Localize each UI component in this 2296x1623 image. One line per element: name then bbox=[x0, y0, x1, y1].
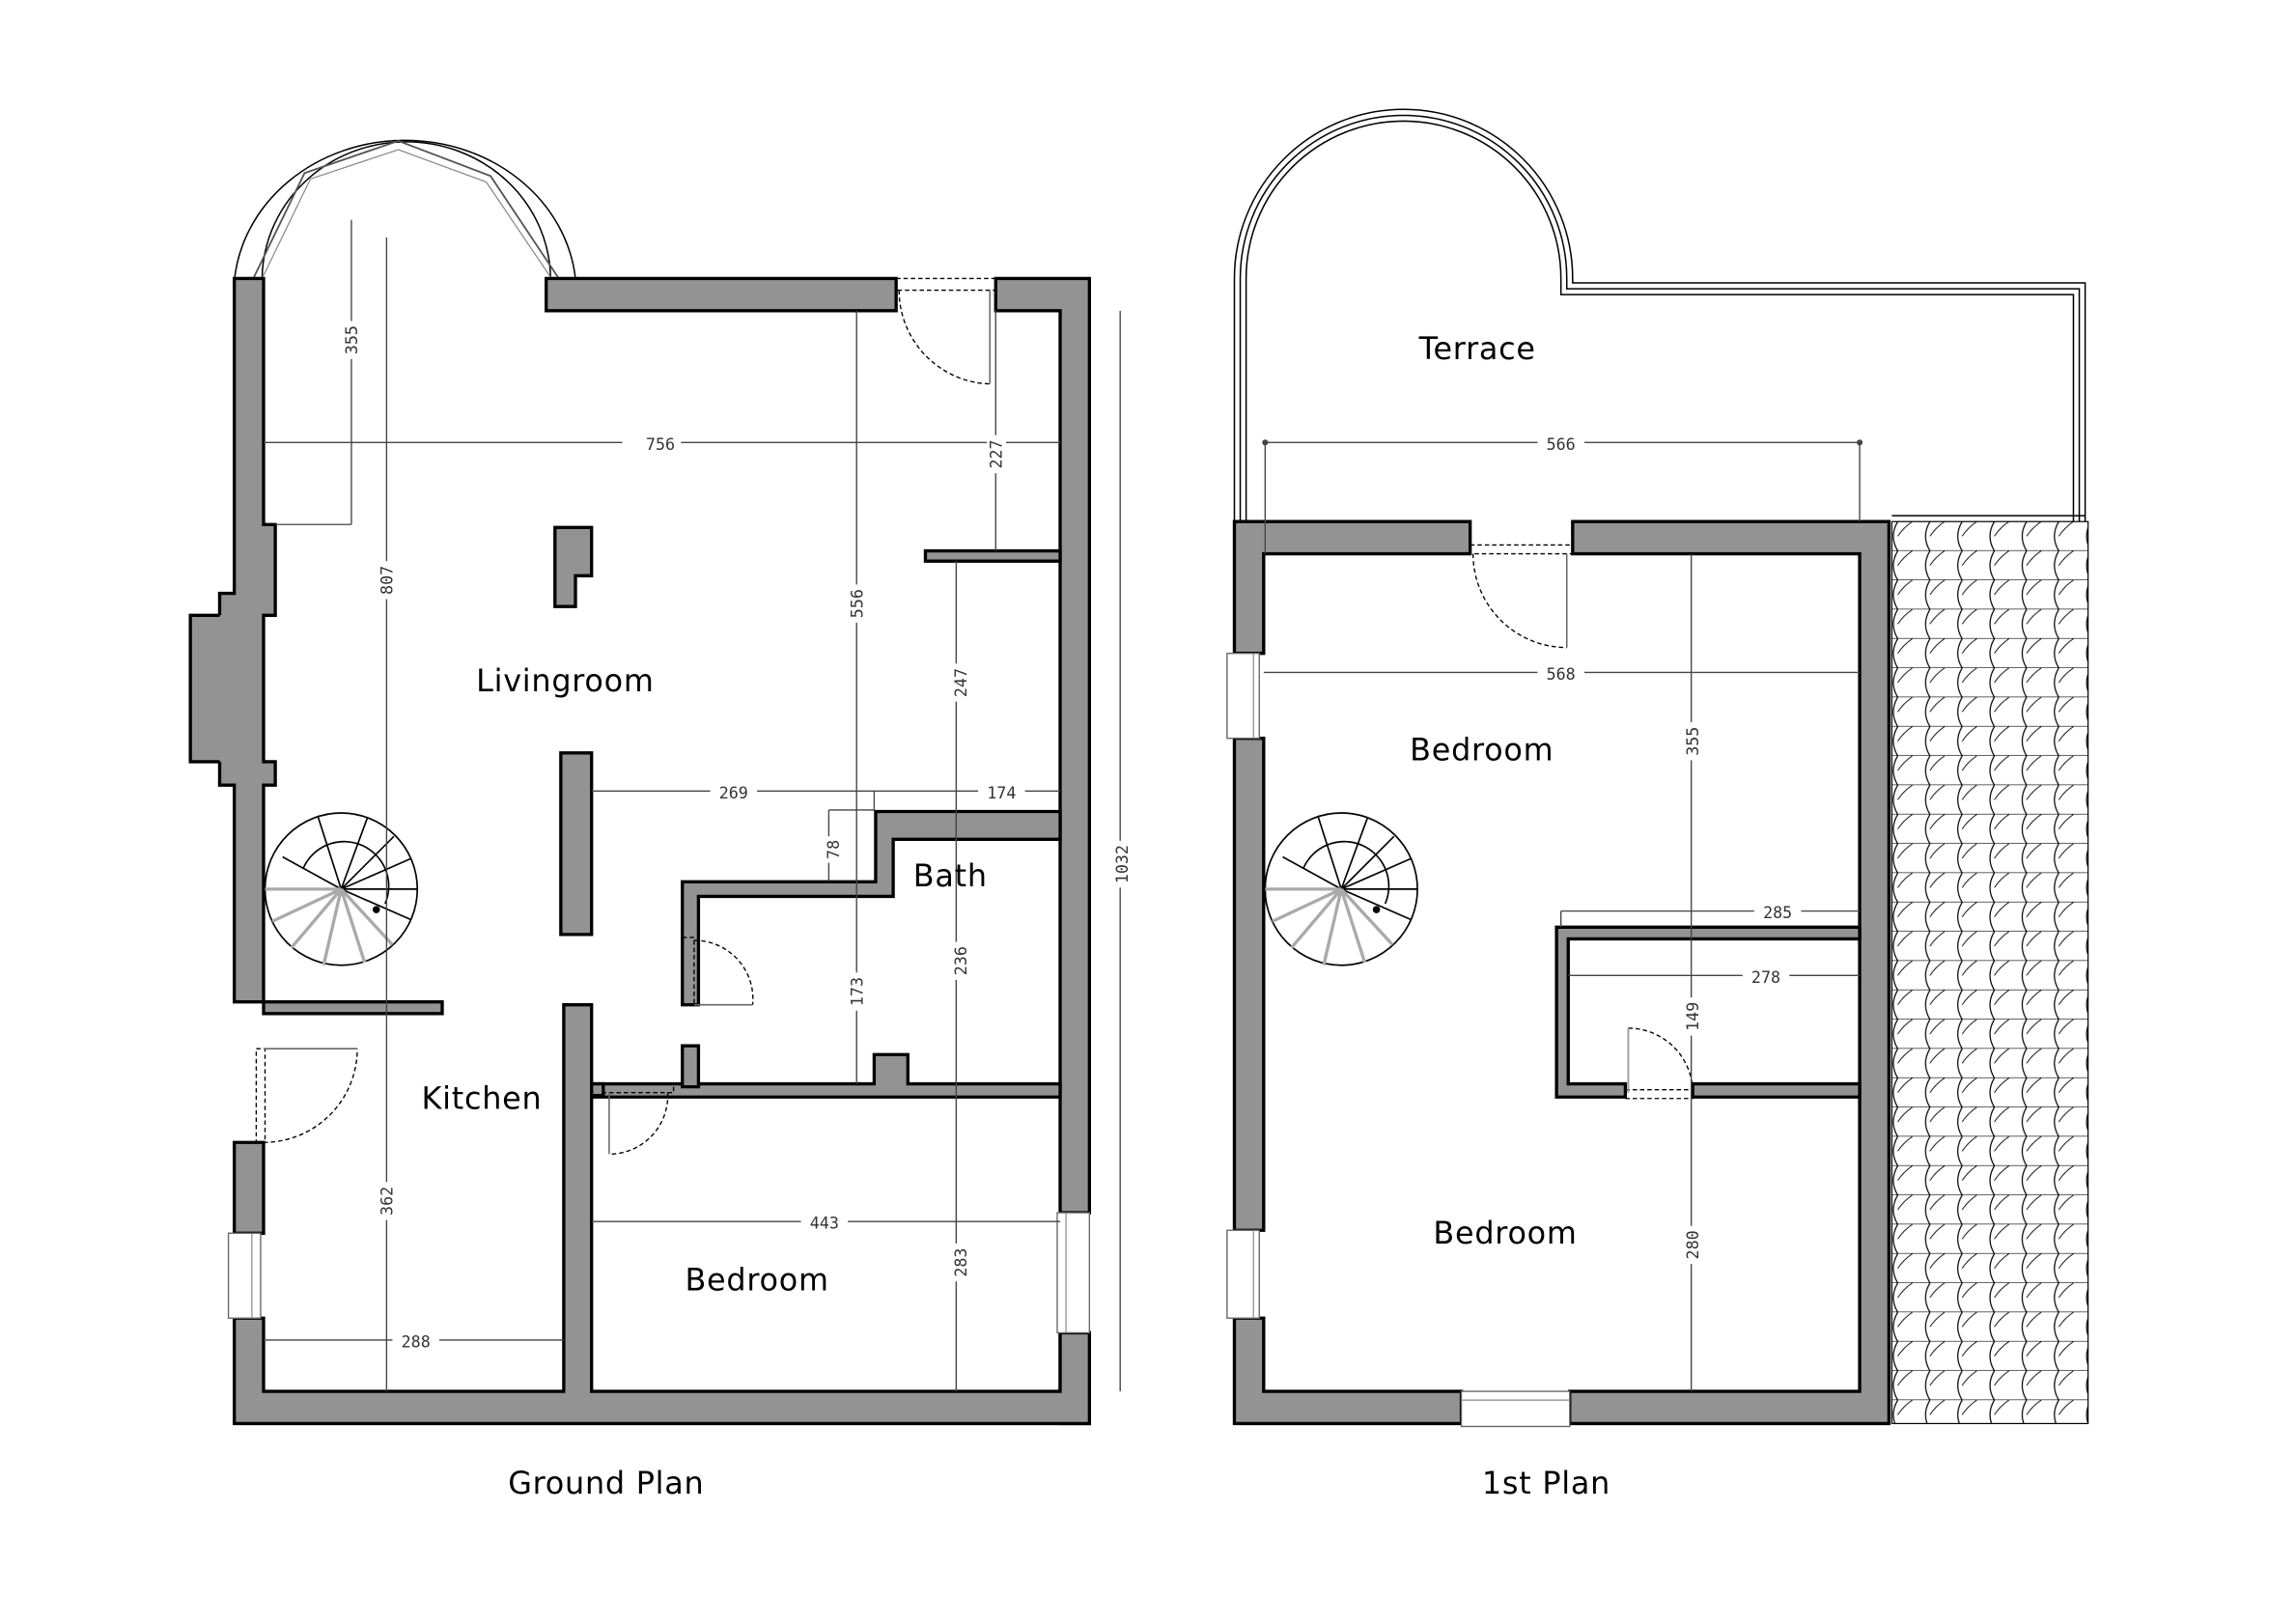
dim-bedroom-upper-width: 568 bbox=[1547, 665, 1576, 684]
dim-bath-inner-depth: 173 bbox=[848, 977, 866, 1006]
dim-bath-depth: 236 bbox=[952, 946, 970, 975]
first-doors bbox=[1226, 544, 1694, 1428]
dim-living-width: 756 bbox=[646, 435, 675, 454]
dim-bedroom-lower-depth: 280 bbox=[1684, 1230, 1702, 1259]
spiral-stair-upper[interactable] bbox=[1264, 812, 1418, 966]
wall-bottom bbox=[232, 1003, 1092, 1426]
dim-bath-step: 78 bbox=[825, 840, 843, 859]
column bbox=[559, 751, 594, 937]
dim-closet-outer-width: 285 bbox=[1763, 904, 1792, 922]
ground-walls bbox=[188, 276, 1092, 1426]
ground-plan: 756 355 807 227 556 247 269 174 78 173 2… bbox=[188, 139, 1133, 1501]
spiral-stair[interactable] bbox=[264, 812, 419, 966]
first-plan: 566 568 355 285 278 149 280 Terrace Bedr… bbox=[1226, 108, 2089, 1501]
room-label-terrace: Terrace bbox=[1418, 330, 1536, 367]
dim-closet-depth: 149 bbox=[1684, 1002, 1702, 1031]
dim-kitchen-depth: 362 bbox=[378, 1187, 396, 1216]
dim-living-depth-right: 556 bbox=[848, 589, 866, 618]
dim-hall-depth: 247 bbox=[952, 668, 970, 697]
room-label-bedroom: Bedroom bbox=[685, 1261, 828, 1298]
dim-bedroom-width: 443 bbox=[810, 1215, 839, 1233]
ground-doors bbox=[227, 277, 1091, 1334]
room-label-kitchen: Kitchen bbox=[421, 1079, 542, 1116]
dim-bedroom-upper-depth: 355 bbox=[1684, 727, 1702, 756]
dim-terrace-width: 566 bbox=[1547, 435, 1576, 454]
column bbox=[553, 525, 594, 608]
first-dimensions: 566 568 355 285 278 149 280 bbox=[1262, 434, 1863, 1392]
room-label-bedroom-upper: Bedroom bbox=[1410, 731, 1554, 768]
dim-bedroom-depth: 283 bbox=[952, 1248, 970, 1277]
wall-top bbox=[545, 276, 898, 313]
room-label-bath: Bath bbox=[913, 857, 988, 894]
ground-dimensions: 756 355 807 227 556 247 269 174 78 173 2… bbox=[263, 219, 1133, 1392]
dim-kitchen-width: 288 bbox=[402, 1333, 431, 1352]
roof-tiles bbox=[1890, 520, 2089, 1425]
dim-bay-depth: 355 bbox=[343, 325, 361, 354]
first-walls bbox=[1232, 519, 1891, 1426]
dim-hall-width: 174 bbox=[987, 784, 1016, 802]
terrace-railing bbox=[1233, 108, 2086, 522]
dim-living-lower-width: 269 bbox=[719, 784, 748, 802]
room-label-livingroom: Livingroom bbox=[476, 662, 655, 699]
first-plan-title: 1st Plan bbox=[1482, 1465, 1610, 1501]
dim-total-inner-length: 807 bbox=[378, 566, 396, 595]
dim-closet-inner-width: 278 bbox=[1751, 968, 1780, 987]
bay-window bbox=[233, 139, 576, 283]
room-label-bedroom-lower: Bedroom bbox=[1433, 1215, 1577, 1251]
dim-overall-length: 1032 bbox=[1113, 845, 1132, 883]
wall-top-right bbox=[994, 276, 1092, 1215]
dim-entry-depth: 227 bbox=[987, 439, 1005, 468]
ground-plan-title: Ground Plan bbox=[508, 1465, 704, 1501]
